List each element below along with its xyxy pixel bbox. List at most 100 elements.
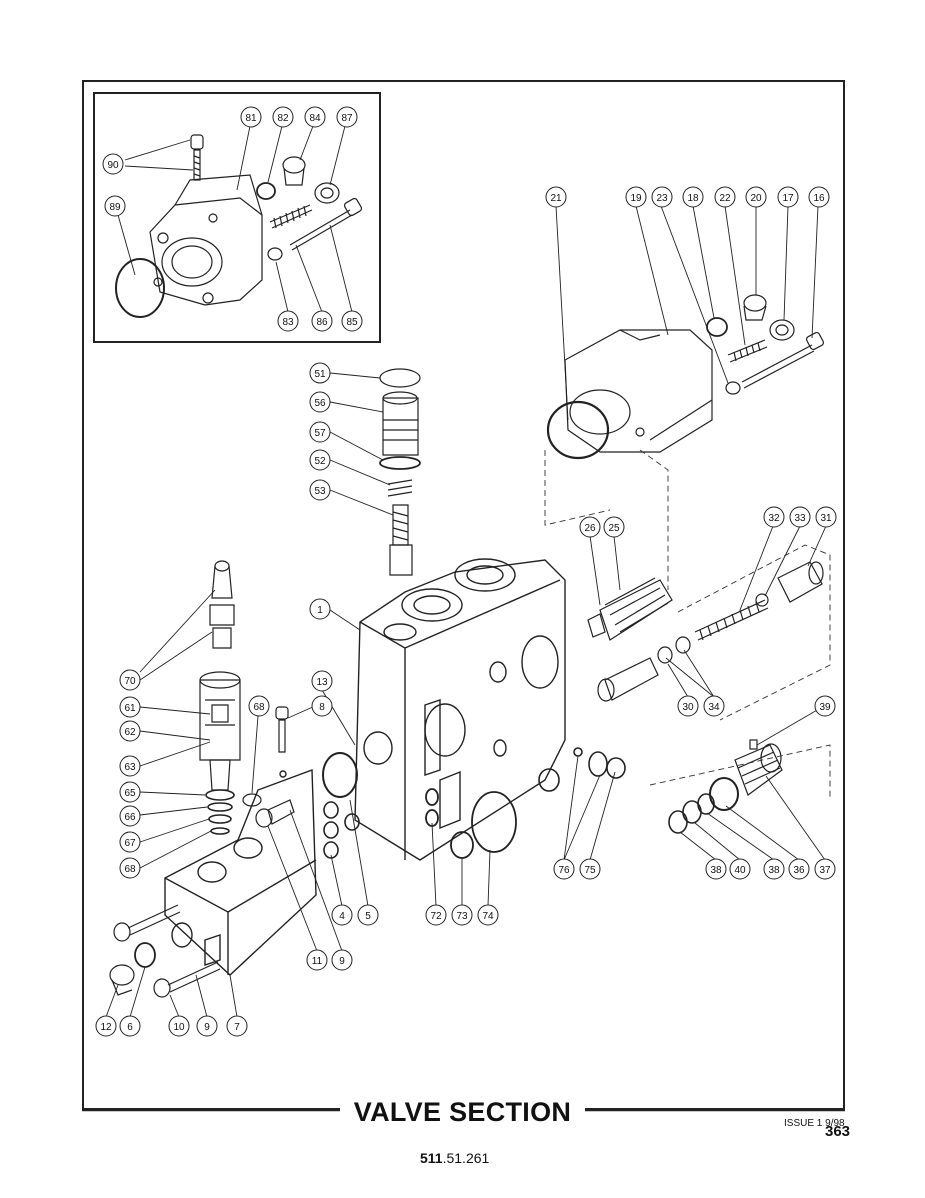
spring-22: [727, 339, 768, 363]
callout-31: 31: [815, 506, 837, 528]
svg-text:73: 73: [456, 911, 468, 922]
callout-7: 7: [226, 1015, 248, 1037]
callout-9-lower: 9: [196, 1015, 218, 1037]
callout-89: 89: [104, 195, 126, 217]
inset-detail-box: [93, 92, 381, 343]
svg-text:62: 62: [124, 727, 136, 738]
solenoid-body-61-63: [199, 671, 241, 791]
svg-text:38: 38: [768, 865, 780, 876]
callout-75: 75: [579, 858, 601, 880]
bolt-upper: [113, 904, 181, 942]
inset-seal-ring: [256, 182, 276, 200]
page-number: 363: [825, 1123, 851, 1140]
callout-53: 53: [309, 479, 331, 501]
callout-87: 87: [336, 106, 358, 128]
issue-label: ISSUE 1 9/98: [784, 1118, 845, 1129]
callout-83: 83: [277, 310, 299, 332]
assembly-centerlines: [544, 449, 831, 800]
svg-text:18: 18: [687, 193, 699, 204]
svg-text:20: 20: [750, 193, 762, 204]
cap-51: [379, 368, 421, 388]
callout-21: 21: [545, 186, 567, 208]
callout-1: 1: [309, 598, 331, 620]
svg-text:85: 85: [346, 317, 358, 328]
callout-9-upper: 9: [331, 949, 353, 971]
callout-81: 81: [240, 106, 262, 128]
spool-end-30: [597, 657, 659, 702]
callout-68-upper: 68: [248, 695, 270, 717]
svg-text:9: 9: [204, 1022, 210, 1033]
callout-30: 30: [677, 695, 699, 717]
svg-text:26: 26: [584, 523, 596, 534]
svg-text:34: 34: [708, 702, 720, 713]
callout-19: 19: [625, 186, 647, 208]
svg-text:68: 68: [124, 864, 136, 875]
svg-text:12: 12: [100, 1022, 112, 1033]
seal-stack-65-68: [205, 789, 235, 835]
sleeve-31: [777, 561, 824, 603]
svg-text:81: 81: [245, 113, 257, 124]
figure-title: VALVE SECTION: [353, 1097, 572, 1127]
callout-16: 16: [808, 186, 830, 208]
callout-25: 25: [603, 516, 625, 538]
callout-38-a: 38: [705, 858, 727, 880]
svg-text:57: 57: [314, 428, 326, 439]
svg-text:90: 90: [107, 160, 119, 171]
callout-76: 76: [553, 858, 575, 880]
svg-text:30: 30: [682, 702, 694, 713]
callout-90: 90: [102, 153, 124, 175]
svg-text:84: 84: [309, 113, 321, 124]
callout-65: 65: [119, 781, 141, 803]
cartridge-53: [389, 504, 413, 576]
callout-38-b: 38: [763, 858, 785, 880]
seal-ring-18: [706, 317, 728, 337]
svg-text:25: 25: [608, 523, 620, 534]
svg-text:19: 19: [630, 193, 642, 204]
callout-82: 82: [272, 106, 294, 128]
svg-text:10: 10: [173, 1022, 185, 1033]
end-cover: [564, 329, 713, 453]
bolt-10: [153, 961, 221, 998]
end-cover-o-ring: [546, 400, 610, 460]
inset-washer: [267, 247, 283, 261]
callout-63: 63: [119, 755, 141, 777]
callout-66: 66: [119, 805, 141, 827]
svg-text:4: 4: [339, 911, 345, 922]
svg-text:16: 16: [813, 193, 825, 204]
callout-36: 36: [788, 858, 810, 880]
callout-5: 5: [357, 904, 379, 926]
callout-37: 37: [814, 858, 836, 880]
svg-text:7: 7: [234, 1022, 240, 1033]
svg-text:82: 82: [277, 113, 289, 124]
spring-52: [387, 479, 413, 497]
svg-text:68: 68: [253, 702, 265, 713]
svg-text:23: 23: [656, 193, 668, 204]
nut-17: [769, 319, 795, 341]
svg-text:11: 11: [312, 956, 323, 967]
svg-text:61: 61: [124, 703, 136, 714]
svg-text:17: 17: [782, 193, 794, 204]
callout-85: 85: [341, 310, 363, 332]
svg-text:1: 1: [317, 605, 323, 616]
part-number-prefix: 511: [420, 1150, 443, 1166]
callout-26: 26: [579, 516, 601, 538]
spool-spring-32: [694, 599, 769, 641]
svg-text:22: 22: [719, 193, 731, 204]
o-ring-57: [379, 456, 421, 470]
callout-72: 72: [425, 904, 447, 926]
callout-13: 13: [311, 670, 333, 692]
seals-75-76: [538, 747, 626, 792]
washer-23: [725, 381, 741, 395]
spool-25-26: [587, 577, 673, 641]
fitting-11: [255, 799, 295, 828]
callout-20: 20: [745, 186, 767, 208]
svg-text:67: 67: [124, 838, 136, 849]
inset-spring: [269, 204, 313, 229]
callout-10: 10: [168, 1015, 190, 1037]
callout-11: 11: [306, 949, 328, 971]
leader-lines: [105, 125, 827, 1018]
svg-text:5: 5: [365, 911, 371, 922]
figure-title-box: VALVE SECTION: [340, 1092, 585, 1132]
svg-text:51: 51: [314, 369, 326, 380]
svg-text:33: 33: [794, 513, 806, 524]
